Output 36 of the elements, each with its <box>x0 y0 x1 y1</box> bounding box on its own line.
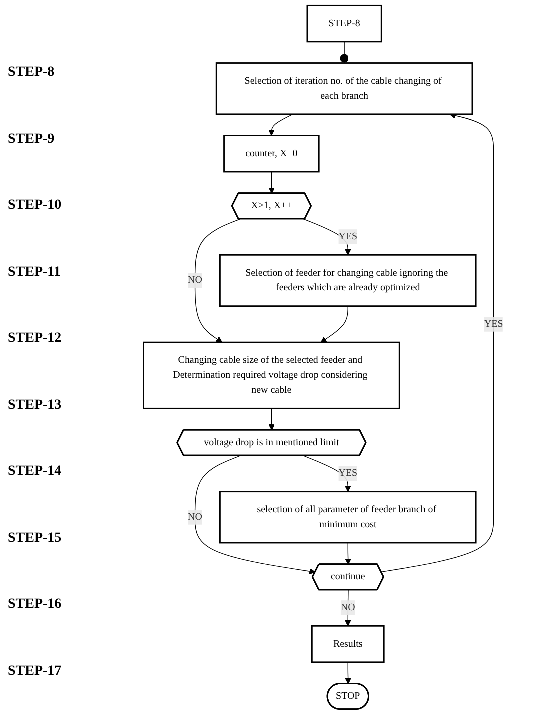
edge-label: NO <box>188 275 202 286</box>
node-box: STEP-8 <box>306 4 382 43</box>
edge-label: YES <box>338 468 358 480</box>
node-box: selection of all parameter of feeder branch of minimum cost <box>220 491 477 544</box>
node-box: Selection of feeder for changing cable ignoring the feeders which are already optimized <box>220 254 477 308</box>
arrow <box>194 218 241 343</box>
step-label: STEP-11 <box>8 264 62 281</box>
arrow <box>194 456 316 575</box>
arrow <box>320 306 348 343</box>
arrow <box>345 590 352 626</box>
arrow <box>268 172 275 194</box>
edge-label: YES <box>338 232 358 242</box>
arrow <box>345 662 352 684</box>
arrow <box>268 408 275 431</box>
step-label: STEP-14 <box>8 464 63 480</box>
node-box: Changing cable size of the selected feeder and Determination required voltage drop considering new cable <box>143 342 400 410</box>
arrow <box>268 114 294 136</box>
step-label: STEP-16 <box>8 597 63 614</box>
node-box: counter, X=0 <box>224 135 320 173</box>
arrow <box>303 218 352 256</box>
node-box: Selection of iteration no. of the cable changing of each branch <box>216 62 474 116</box>
step-label: STEP-17 <box>8 664 63 680</box>
step-label: STEP-15 <box>8 530 63 547</box>
arrow <box>303 456 352 492</box>
edge-label: NO <box>188 512 202 523</box>
step-label: STEP-12 <box>8 331 63 348</box>
edge-label: NO <box>340 602 356 614</box>
step-label: STEP-8 <box>8 65 56 82</box>
arrow <box>345 542 352 565</box>
arrow <box>381 112 494 573</box>
step-label: STEP-10 <box>8 198 63 214</box>
connector <box>340 42 349 64</box>
edge-label: YES <box>484 319 504 330</box>
step-label: STEP-9 <box>8 132 56 148</box>
node-box: Results <box>311 625 385 664</box>
step-label: STEP-13 <box>8 398 63 414</box>
